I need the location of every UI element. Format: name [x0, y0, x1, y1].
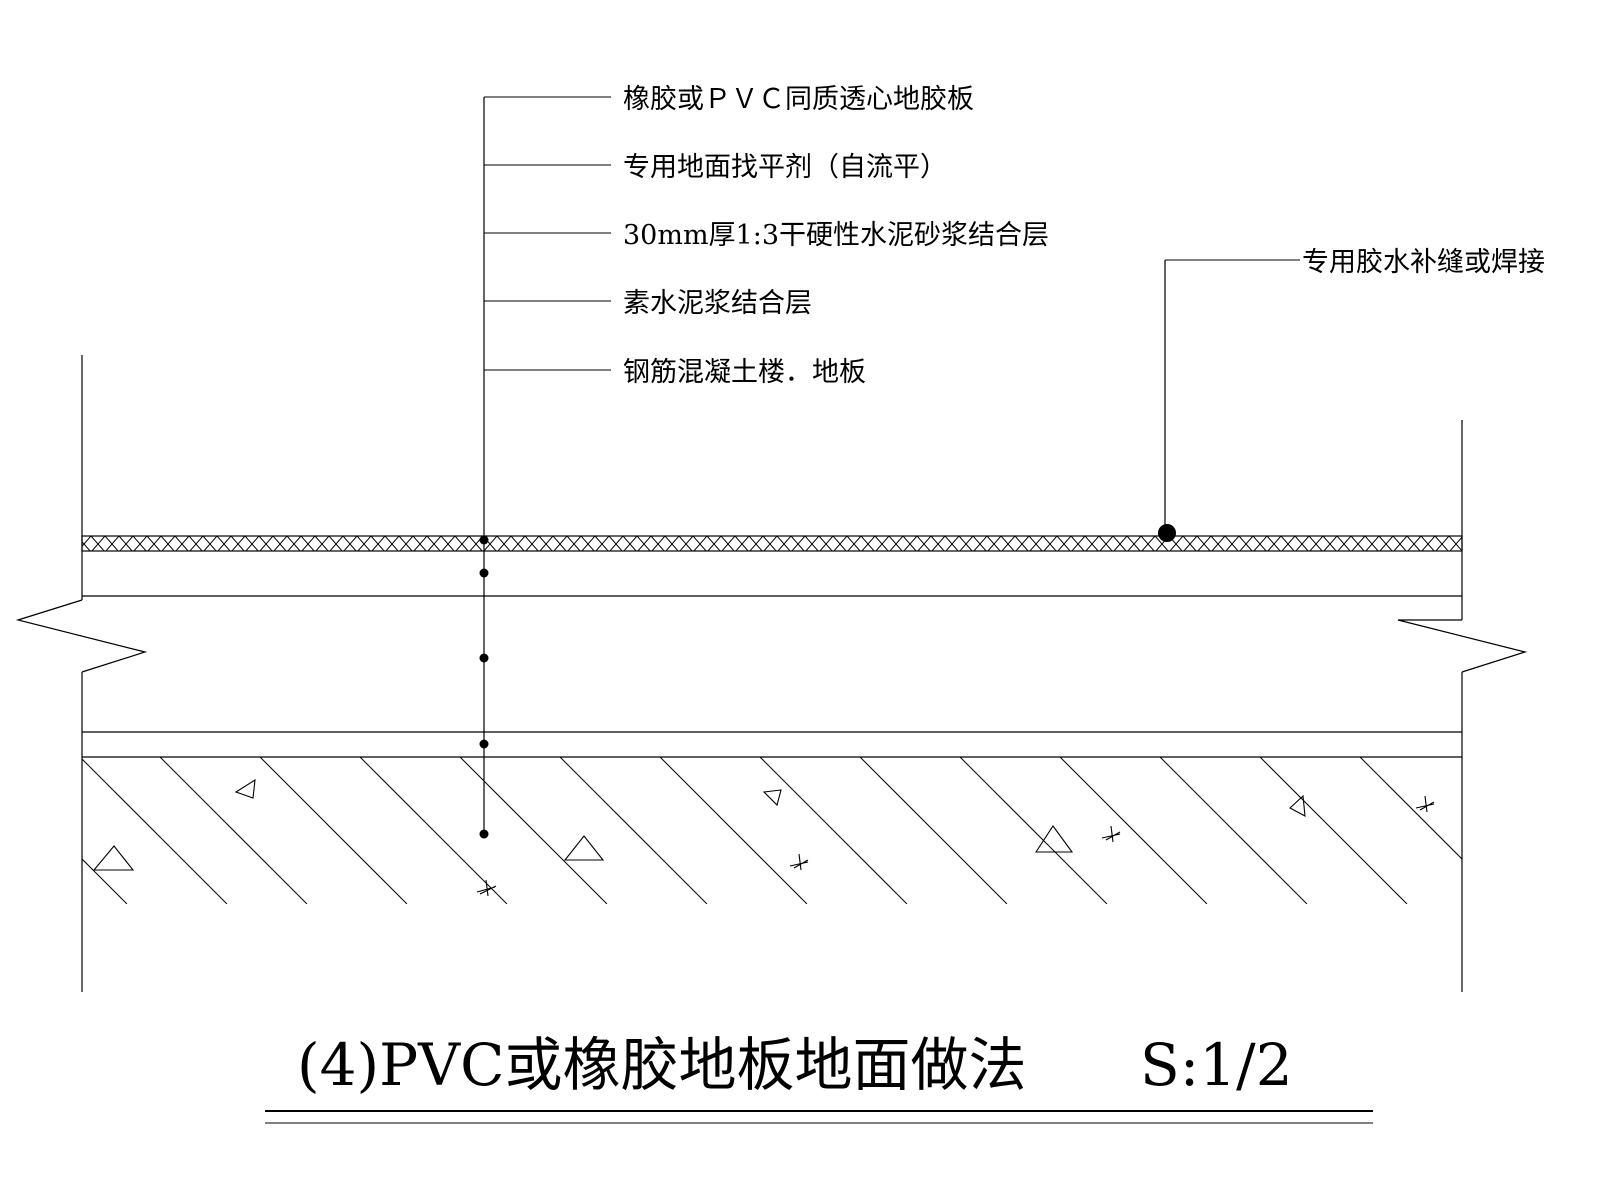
layer-dot-pvc	[479, 535, 489, 545]
callout-mortar-layer: 30mm厚1:3干硬性水泥砂浆结合层	[623, 220, 1049, 251]
callout-pvc-floor: 橡胶或ＰＶＣ同质透心地胶板	[623, 84, 974, 115]
layer-dot-leveling	[479, 568, 489, 578]
callout-cement-paste: 素水泥浆结合层	[623, 288, 812, 319]
layer-dot-cement-paste	[479, 739, 489, 749]
right-break-symbol	[1397, 619, 1528, 673]
drawing-scale: S:1/2	[1140, 1031, 1293, 1099]
layer-dot-mortar	[479, 653, 489, 663]
drawing-title: (4)PVC或橡胶地板地面做法	[297, 1031, 1026, 1099]
aggregate-symbols	[92, 778, 1435, 897]
callout-seam-weld: 专用胶水补缝或焊接	[1302, 247, 1545, 278]
callout-concrete-slab: 钢筋混凝土楼．地板	[623, 357, 866, 388]
pvc-floor-layer	[81, 535, 1463, 552]
left-break-symbol	[15, 599, 148, 673]
callout-self-leveling: 专用地面找平剂（自流平）	[623, 152, 947, 183]
seam-weld-dot	[1158, 524, 1176, 542]
concrete-slab-hatch	[82, 757, 1462, 904]
layer-dot-concrete	[479, 829, 489, 839]
